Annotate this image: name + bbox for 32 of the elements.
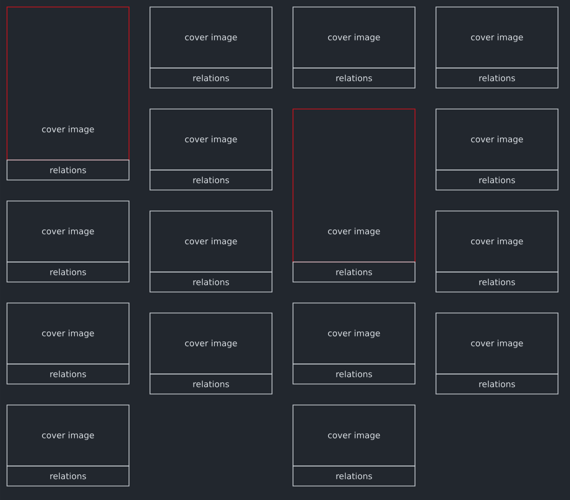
relations-box: relations bbox=[436, 374, 558, 394]
relations-box: relations bbox=[150, 170, 272, 190]
cover-image-box: cover image bbox=[150, 312, 272, 374]
relations-box: relations bbox=[292, 466, 416, 486]
cover-image-box: cover image bbox=[150, 108, 272, 170]
relations-box: relations bbox=[150, 272, 272, 292]
cover-image-box: cover image bbox=[6, 404, 130, 466]
cover-image-box: cover image bbox=[292, 404, 416, 466]
cover-image-box: cover image bbox=[6, 200, 130, 262]
relations-box: relations bbox=[292, 262, 416, 282]
cover-image-box: cover image bbox=[150, 6, 272, 68]
cover-image-box: cover image bbox=[150, 210, 272, 272]
relations-box: relations bbox=[6, 262, 130, 282]
relations-box: relations bbox=[436, 272, 558, 292]
cover-image-box: cover image bbox=[6, 302, 130, 364]
relations-box: relations bbox=[292, 68, 416, 88]
cover-image-box: cover image bbox=[292, 108, 416, 262]
cover-image-box: cover image bbox=[436, 108, 558, 170]
relations-box: relations bbox=[6, 466, 130, 486]
relations-box: relations bbox=[150, 374, 272, 394]
cover-image-box: cover image bbox=[436, 312, 558, 374]
cover-image-box: cover image bbox=[436, 210, 558, 272]
relations-box: relations bbox=[436, 170, 558, 190]
relations-box: relations bbox=[6, 160, 130, 180]
cover-image-box: cover image bbox=[436, 6, 558, 68]
relations-box: relations bbox=[436, 68, 558, 88]
cover-image-box: cover image bbox=[292, 6, 416, 68]
cover-image-box: cover image bbox=[6, 6, 130, 160]
relations-box: relations bbox=[150, 68, 272, 88]
cover-image-box: cover image bbox=[292, 302, 416, 364]
relations-box: relations bbox=[6, 364, 130, 384]
relations-box: relations bbox=[292, 364, 416, 384]
